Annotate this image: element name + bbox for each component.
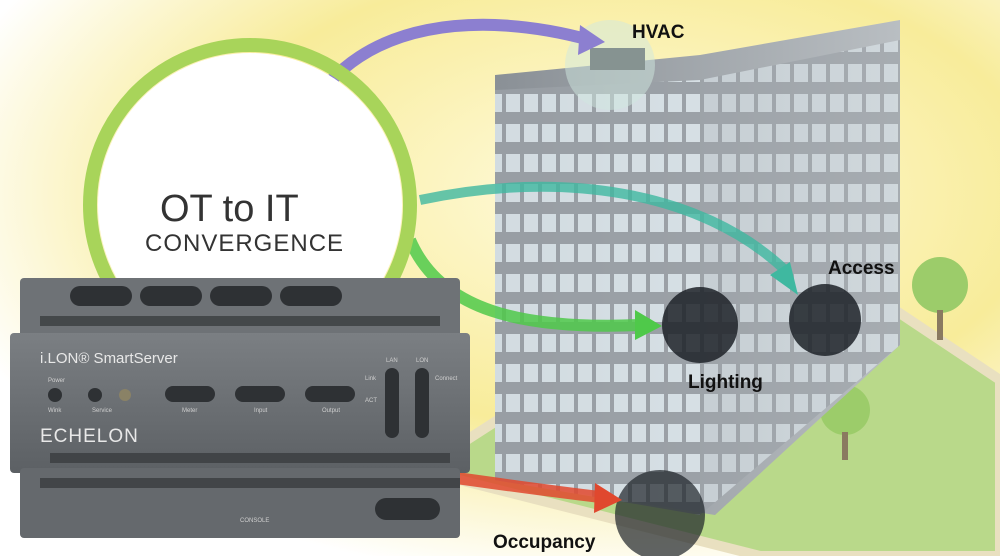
access-highlight [789, 284, 861, 356]
occupancy-highlight [615, 470, 705, 556]
brand-logo: ECHELON [40, 426, 139, 447]
wink-label: Wink [48, 408, 62, 414]
lighting-highlight [662, 287, 738, 363]
building [495, 20, 900, 515]
lighting-arrow [404, 237, 641, 332]
headline-line1: OT to IT [160, 188, 299, 230]
console-label: CONSOLE [240, 518, 270, 524]
lon-label: LON [416, 358, 429, 364]
meter-label: Meter [182, 408, 198, 414]
label-access: Access [828, 258, 895, 279]
power-label: Power [48, 378, 66, 384]
trees [820, 257, 968, 460]
label-hvac: HVAC [632, 22, 685, 43]
connect-label: Connect [435, 376, 458, 382]
smartserver-device: i.LON® SmartServer ECHELON Power Wink Se… [10, 278, 470, 548]
label-lighting: Lighting [688, 372, 763, 393]
headline-line2: CONVERGENCE [145, 230, 345, 257]
service-label: Service [92, 408, 113, 414]
label-occupancy: Occupancy [493, 532, 596, 553]
lan-label: LAN [386, 358, 398, 364]
output-label: Output [322, 408, 341, 414]
product-name: i.LON® SmartServer [40, 350, 178, 367]
link-label: Link [365, 376, 377, 382]
act-label: ACT [365, 398, 377, 404]
access-arrow [418, 181, 789, 274]
input-label: Input [254, 408, 268, 414]
